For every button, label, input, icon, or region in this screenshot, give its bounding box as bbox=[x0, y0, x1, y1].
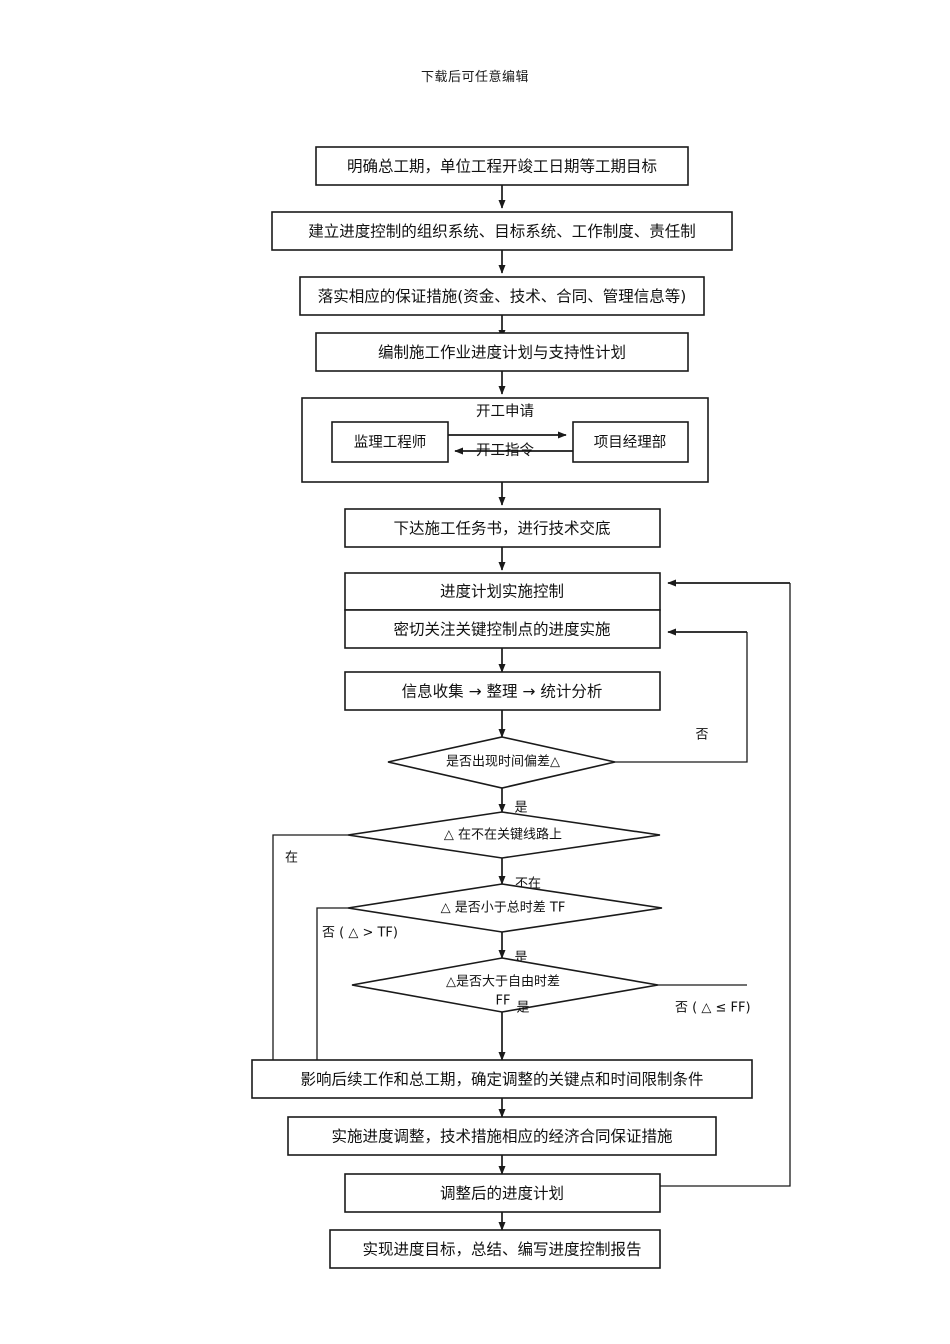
node-n5a-box bbox=[331, 421, 449, 463]
node-n6: 下达施工任务书，进行技术交底 bbox=[344, 508, 661, 548]
node-d4-label: △是否大于自由时差 bbox=[446, 975, 560, 990]
node-n13-label: 实现进度目标，总结、编写进度控制报告 bbox=[362, 1241, 641, 1259]
edge-label-e2: 是 bbox=[514, 801, 527, 816]
edge-label-e1: 否 bbox=[695, 728, 708, 743]
node-n8-label: 密切关注关键控制点的进度实施 bbox=[393, 621, 610, 639]
edge-label-e7: 否 ( △ ≤ FF) bbox=[675, 1001, 751, 1016]
node-n3-label: 落实相应的保证措施(资金、技术、合同、管理信息等) bbox=[318, 287, 687, 306]
node-n5b-box bbox=[572, 421, 689, 463]
edge-label-e3: 在 bbox=[285, 851, 298, 866]
node-n2: 建立进度控制的组织系统、目标系统、工作制度、责任制 bbox=[271, 211, 733, 251]
node-n4: 编制施工作业进度计划与支持性计划 bbox=[315, 332, 689, 372]
node-d3: △ 是否小于总时差 TF bbox=[347, 883, 663, 933]
edge-n12-n7-line bbox=[660, 583, 791, 1187]
node-d3-label: △ 是否小于总时差 TF bbox=[441, 901, 566, 916]
node-n11-label: 实施进度调整，技术措施相应的经济合同保证措施 bbox=[331, 1127, 672, 1146]
node-d1-label: 是否出现时间偏差△ bbox=[446, 755, 560, 770]
node-n5-label: 开工申请 bbox=[476, 403, 534, 420]
node-n7: 进度计划实施控制 bbox=[344, 572, 661, 611]
node-n5b-label: 项目经理部 bbox=[594, 434, 667, 451]
node-n7-label: 进度计划实施控制 bbox=[440, 583, 564, 601]
node-n13: 实现进度目标，总结、编写进度控制报告 bbox=[329, 1229, 661, 1269]
edge-label-e8: 是 bbox=[516, 1001, 529, 1016]
node-n9-label: 信息收集 → 整理 → 统计分析 bbox=[402, 683, 603, 701]
node-n4-label: 编制施工作业进度计划与支持性计划 bbox=[378, 344, 626, 362]
node-n9: 信息收集 → 整理 → 统计分析 bbox=[344, 671, 661, 711]
node-d4-label-2: FF bbox=[496, 994, 511, 1009]
node-d4: △是否大于自由时差 FF bbox=[351, 957, 659, 1013]
node-n8: 密切关注关键控制点的进度实施 bbox=[344, 609, 661, 649]
node-d2: △ 在不在关键线路上 bbox=[347, 811, 661, 859]
node-n12-label: 调整后的进度计划 bbox=[440, 1185, 564, 1203]
node-d1: 是否出现时间偏差△ bbox=[387, 736, 616, 789]
node-n10-label: 影响后续工作和总工期，确定调整的关键点和时间限制条件 bbox=[300, 1071, 703, 1089]
edge-label-n5c: 开工指令 bbox=[476, 442, 534, 459]
node-n5-group: 开工申请 监理工程师 项目经理部 开工指令 bbox=[301, 397, 709, 483]
edge-d3-n10-line bbox=[316, 907, 348, 1060]
node-n10: 影响后续工作和总工期，确定调整的关键点和时间限制条件 bbox=[251, 1059, 753, 1099]
node-n12: 调整后的进度计划 bbox=[344, 1173, 661, 1213]
node-n2-label: 建立进度控制的组织系统、目标系统、工作制度、责任制 bbox=[308, 223, 696, 241]
edge-label-e5: 否 ( △ > TF) bbox=[322, 926, 398, 941]
node-n1-label: 明确总工期，单位工程开竣工日期等工期目标 bbox=[347, 158, 657, 176]
edge-d1-n8-line bbox=[615, 632, 748, 763]
node-n5a-label: 监理工程师 bbox=[354, 434, 427, 451]
node-n6-label: 下达施工任务书，进行技术交底 bbox=[393, 520, 610, 538]
node-n3: 落实相应的保证措施(资金、技术、合同、管理信息等) bbox=[299, 276, 705, 316]
node-n11: 实施进度调整，技术措施相应的经济合同保证措施 bbox=[287, 1116, 717, 1156]
page-watermark: 下载后可任意编辑 bbox=[420, 70, 529, 85]
node-d2-label: △ 在不在关键线路上 bbox=[444, 827, 562, 843]
node-n1: 明确总工期，单位工程开竣工日期等工期目标 bbox=[315, 146, 689, 186]
edge-d2-n10-line bbox=[272, 834, 348, 1060]
